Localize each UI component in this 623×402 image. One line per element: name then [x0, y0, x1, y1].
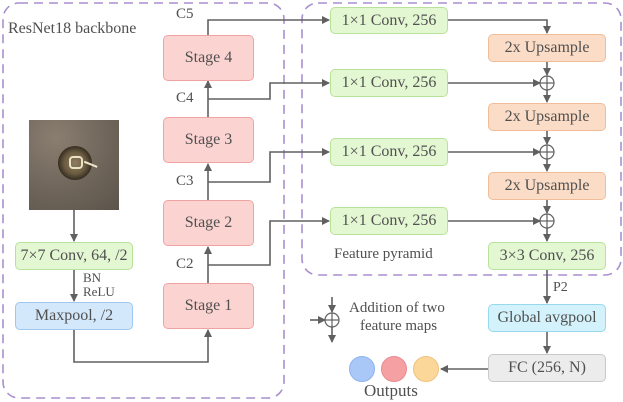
defect-core	[69, 156, 83, 169]
outputs-label: Outputs	[364, 381, 418, 400]
global-avgpool-block: Global avgpool	[488, 304, 606, 332]
add-icon	[539, 213, 555, 229]
legend-text-line1: Addition of two	[349, 300, 445, 316]
arrow-c2-lateral	[208, 217, 330, 266]
conv7-block: 7×7 Conv, 64, /2	[15, 242, 133, 270]
pyramid-title: Feature pyramid	[334, 246, 433, 262]
relu-label: ReLU	[83, 284, 115, 299]
conv3-block: 3×3 Conv, 256	[488, 242, 606, 270]
backbone-group	[2, 2, 285, 399]
arrow-c4-lateral	[208, 79, 330, 100]
legend-add-icon	[324, 312, 340, 328]
arrow-lat5-up	[448, 19, 551, 34]
add-icon	[539, 144, 555, 160]
stage-2-block: Stage 2	[163, 200, 254, 246]
lateral-conv-c2: 1×1 Conv, 256	[330, 207, 448, 235]
output-dot-red	[381, 356, 407, 382]
stage-3-block: Stage 3	[163, 117, 254, 163]
pyramid-group	[301, 2, 622, 276]
c4-label: C4	[176, 90, 194, 106]
c3-label: C3	[176, 173, 194, 189]
lateral-conv-c3: 1×1 Conv, 256	[330, 138, 448, 166]
arrow-c3-lateral	[208, 148, 330, 183]
input-image	[29, 120, 119, 210]
output-dot-yellow	[413, 356, 439, 382]
c5-label: C5	[176, 6, 194, 22]
maxpool-block: Maxpool, /2	[15, 302, 133, 330]
stage-4-block: Stage 4	[163, 35, 254, 81]
arrow-c5-lateral	[207, 16, 330, 35]
output-dot-blue	[349, 356, 375, 382]
legend-text-line2: feature maps	[360, 318, 438, 334]
defect-disc	[58, 146, 92, 180]
fc-block: FC (256, N)	[488, 354, 606, 382]
lateral-conv-c5: 1×1 Conv, 256	[330, 7, 448, 34]
arrow-maxpool-stage1	[73, 329, 212, 363]
bn-label: BN	[83, 270, 102, 285]
upsample-2: 2x Upsample	[488, 103, 606, 131]
add-icon	[539, 75, 555, 91]
upsample-1: 2x Upsample	[488, 34, 606, 62]
stage-1-block: Stage 1	[163, 283, 254, 329]
backbone-title: ResNet18 backbone	[8, 20, 137, 37]
p2-label: P2	[553, 280, 568, 295]
lateral-conv-c4: 1×1 Conv, 256	[330, 69, 448, 97]
upsample-3: 2x Upsample	[488, 172, 606, 200]
c2-label: C2	[176, 256, 194, 272]
